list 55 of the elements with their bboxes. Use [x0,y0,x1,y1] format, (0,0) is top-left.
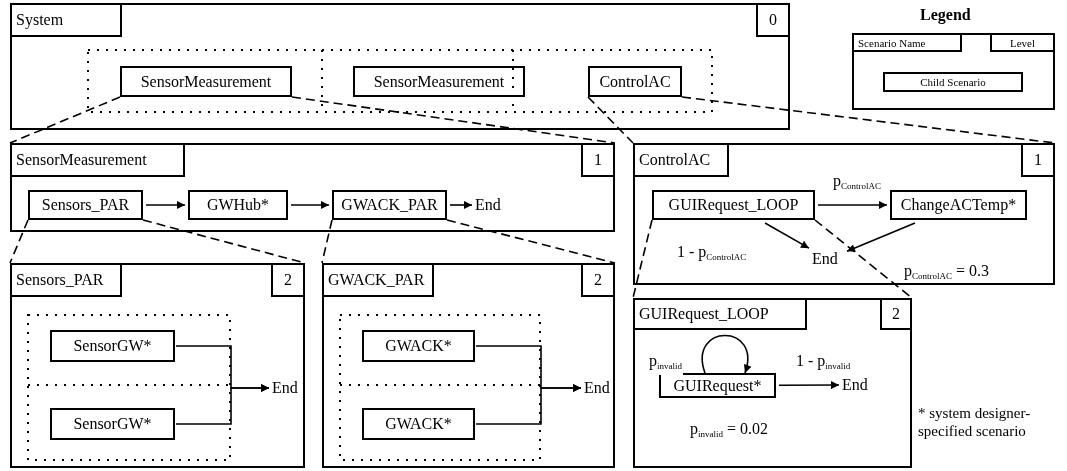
scenario-box: ControlAC [588,66,682,97]
arrow [846,222,916,252]
dashed-zoom-line [632,219,913,299]
scenario-box: SensorMeasurement [353,66,525,97]
dashed-zoom-line [321,219,616,264]
scenario-box: ChangeACTemp* [890,190,1027,220]
scenario-box: SensorGW* [50,408,175,440]
end-text: End [475,196,509,214]
scenario-box: SensorMeasurement [120,66,292,97]
scenario-box: GWACK_PAR [332,190,447,220]
level-number-box: 2 [880,300,910,330]
title-tab: GUIRequest_LOOP [635,300,807,330]
scenario-panel [10,143,615,232]
probability-note: p$_{invalid}$ = 0.02 [690,420,769,441]
dashed-zoom-line [9,96,616,144]
title-tab: ControlAC [635,145,729,177]
arrow [290,201,330,209]
scenario-box: GWHub* [188,190,288,220]
arrow [449,201,473,209]
end-text: End [584,379,618,397]
level-number-box: 2 [581,265,613,297]
arrow [778,381,840,390]
scenario-box: GWACK* [362,330,475,362]
arrow [175,384,270,425]
scenario-panel [322,263,615,468]
level-tab: Level [990,35,1053,52]
title-tab: GWACK_PAR [324,265,434,297]
loop-arrow [701,334,751,374]
title-tab: System [12,5,122,37]
legend-sample-panel [852,33,1055,110]
scenario-box: GWACK* [362,408,475,440]
arrow [475,384,582,425]
probability-note: p$_{ControlAC}$ = 0.3 [904,262,990,283]
scenario-panel [10,3,790,130]
level-number-box: 0 [756,5,788,37]
title-tab: Sensors_PAR [12,265,122,297]
legend-heading: Legend [920,6,971,24]
scenario-box: GUIRequest_LOOP [652,190,815,220]
scenario-panel [10,263,305,468]
arrow [817,201,888,209]
scenario-box: Child Scenario [883,72,1023,92]
end-text: End [272,379,306,397]
title-tab: SensorMeasurement [12,145,185,177]
level-number-box: 2 [271,265,303,297]
level-number-box: 1 [1021,145,1053,177]
scenario-box: SensorGW* [50,330,175,362]
scenario-box: Sensors_PAR [28,190,143,220]
title-tab: Scenario Name [854,35,962,52]
level-number-box: 1 [581,145,613,177]
arrow [145,201,186,209]
footnote-text: * system designer-specified scenario [918,404,1032,440]
end-text: End [812,250,844,268]
end-text: End [842,376,876,394]
arrow [764,222,810,249]
scenario-panel [633,143,1055,285]
